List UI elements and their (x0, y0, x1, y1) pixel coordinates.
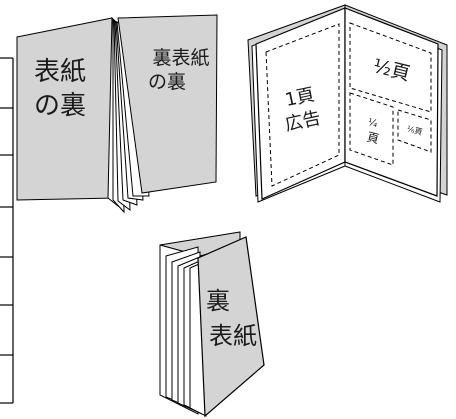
half-page-ad-box (349, 22, 432, 113)
label-line-1: 裏 (206, 287, 230, 315)
label-line-1: 表紙 (34, 57, 86, 87)
label-line-1: 裏表紙 (152, 47, 209, 69)
inside-back-cover (117, 14, 218, 194)
back-cover (197, 236, 265, 418)
sixth-page-ad-box (397, 109, 432, 153)
back-cover-label: 裏 表紙 (206, 287, 257, 350)
booklet-back: 裏 表紙 (159, 231, 265, 418)
booklet-page-edges (165, 246, 207, 417)
label-line-2: の裏 (148, 71, 186, 93)
full-page-ad-box (265, 23, 340, 187)
inside-back-cover-label: 裏表紙 の裏 (148, 47, 210, 93)
label-line-2: の裏 (34, 91, 86, 121)
label-line-1: ¼ (367, 116, 380, 130)
booklet-open-covers: 表紙 の裏 裏表紙 の裏 (16, 14, 218, 214)
inside-front-cover-label: 表紙 の裏 (34, 57, 86, 121)
label-line-2: 頁 (365, 130, 380, 146)
quarter-page-ad-label: ¼ 頁 (365, 116, 380, 146)
table-edge-fragment (0, 57, 14, 404)
spread-right-page (344, 7, 439, 197)
label-line-2: 表紙 (209, 322, 257, 350)
quarter-page-ad-box (349, 92, 394, 166)
booklet-ad-spread: 1頁 広告 ½頁 ¼ 頁 ⅙頁 (247, 4, 448, 203)
sixth-page-ad-label: ⅙頁 (406, 124, 423, 137)
